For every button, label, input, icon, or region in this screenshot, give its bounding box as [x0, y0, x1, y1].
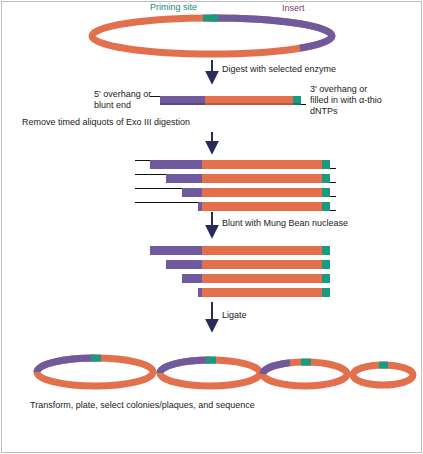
step-label: Digest with selected enzyme — [222, 64, 382, 75]
end-label: 3' overhang or filled in with α-thio dNT… — [310, 84, 386, 117]
step-arrow — [211, 302, 213, 330]
step-arrow — [211, 132, 213, 152]
step-label: Remove timed aliquots of Exo III digesti… — [22, 117, 272, 128]
linear-fragment — [150, 96, 306, 105]
ligated-plasmids — [37, 358, 413, 386]
step-arrow — [211, 212, 213, 236]
site-label: Priming site — [150, 2, 220, 13]
step-arrow — [211, 60, 213, 82]
insert-label: Insert — [282, 3, 332, 14]
exo-digested-fragments — [135, 160, 336, 211]
step-label: Ligate — [222, 310, 282, 321]
plasmid-ring — [92, 18, 332, 54]
blunted-fragments — [150, 246, 330, 297]
step-label: Blunt with Mung Bean nuclease — [222, 218, 392, 229]
caption-note: Transform, plate, select colonies/plaque… — [30, 400, 360, 411]
end-label: 5' overhang or blunt end — [94, 89, 152, 111]
